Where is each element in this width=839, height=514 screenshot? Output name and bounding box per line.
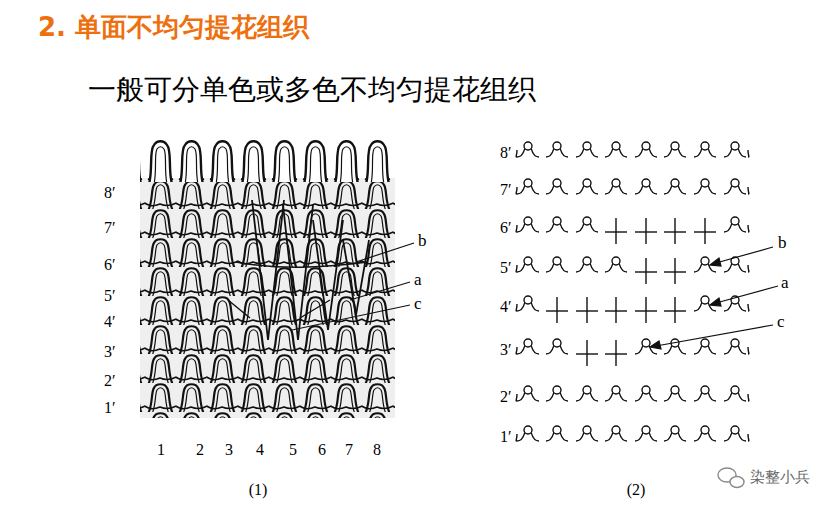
slide-title: 2. 单面不均匀提花组织	[38, 13, 309, 43]
row-number: 4′	[500, 298, 512, 316]
column-number: 2	[196, 441, 204, 459]
figure-caption: (1)	[249, 481, 268, 499]
subtitle: 一般可分单色或多色不均匀提花组织	[88, 74, 536, 106]
column-number: 6	[318, 441, 326, 459]
row-number: 1′	[104, 399, 116, 417]
watermark: 染整小兵	[750, 469, 810, 486]
callout-letter: c	[777, 312, 785, 332]
column-number: 8	[373, 441, 381, 459]
callout-letter: a	[414, 270, 422, 290]
row-number: 7′	[500, 181, 512, 199]
callout-letter: b	[418, 231, 427, 251]
row-number: 7′	[104, 219, 116, 237]
column-number: 3	[225, 441, 233, 459]
row-number: 3′	[104, 343, 116, 361]
column-number: 7	[345, 441, 353, 459]
row-number: 1′	[500, 428, 512, 446]
column-number: 4	[256, 441, 264, 459]
row-number: 2′	[104, 372, 116, 390]
row-number: 4′	[104, 313, 116, 331]
row-number: 5′	[104, 287, 116, 305]
column-number: 1	[157, 441, 165, 459]
callout-letter: a	[781, 273, 789, 293]
row-number: 3′	[500, 341, 512, 359]
callout-letter: b	[778, 233, 787, 253]
row-number: 2′	[500, 388, 512, 406]
column-number: 5	[289, 441, 297, 459]
row-number: 8′	[104, 184, 116, 202]
row-number: 5′	[500, 259, 512, 277]
row-number: 6′	[500, 219, 512, 237]
row-number: 8′	[500, 144, 512, 162]
row-number: 6′	[104, 256, 116, 274]
figure-caption: (2)	[627, 481, 646, 499]
callout-letter: c	[414, 294, 422, 314]
